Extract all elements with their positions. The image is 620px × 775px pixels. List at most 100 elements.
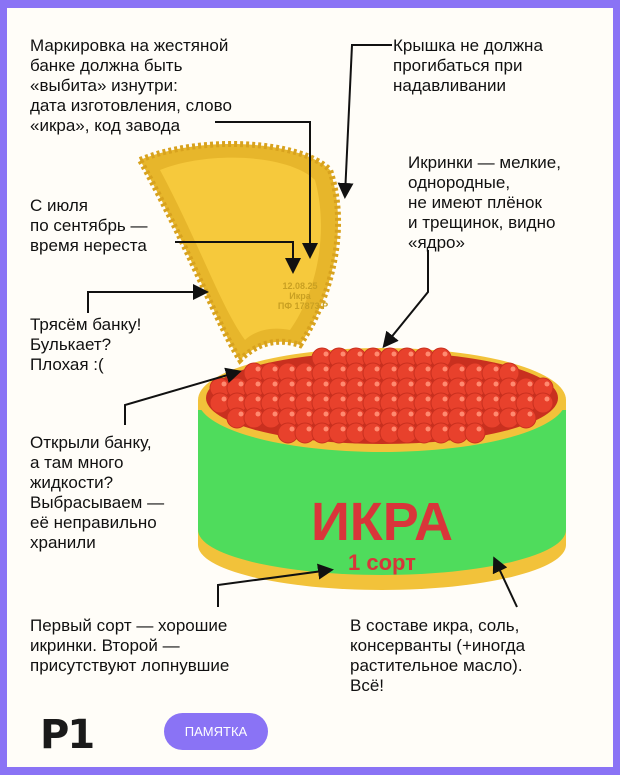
roe-highlight bbox=[255, 396, 261, 402]
roe-highlight bbox=[340, 366, 346, 372]
roe-highlight bbox=[255, 411, 261, 417]
roe-highlight bbox=[425, 366, 431, 372]
roe-highlight bbox=[425, 411, 431, 417]
roe-highlight bbox=[357, 366, 363, 372]
roe-highlight bbox=[408, 426, 414, 432]
note-grade: Первый сорт — хорошие икринки. Второй — … bbox=[30, 616, 230, 675]
roe-highlight bbox=[391, 366, 397, 372]
roe-highlight bbox=[272, 396, 278, 402]
roe-highlight bbox=[391, 426, 397, 432]
logo: P1 bbox=[40, 712, 95, 758]
roe-highlight bbox=[391, 411, 397, 417]
arrow-eggs bbox=[382, 250, 429, 349]
roe-highlight bbox=[340, 426, 346, 432]
roe-highlight bbox=[272, 411, 278, 417]
note-season: С июля по сентябрь — время нереста bbox=[30, 196, 148, 255]
roe-highlight bbox=[340, 351, 346, 357]
roe-highlight bbox=[323, 351, 329, 357]
roe-highlight bbox=[544, 396, 550, 402]
lid: 12.08.25 Икра ПФ 17873 Р bbox=[135, 141, 342, 365]
arrow-marking bbox=[215, 121, 318, 259]
roe-highlight bbox=[391, 351, 397, 357]
lid-stamp-word: Икра bbox=[289, 291, 311, 301]
roe-egg bbox=[532, 392, 554, 414]
note-ingredients: В составе икра, соль, консерванты (+иног… bbox=[350, 616, 526, 695]
roe-highlight bbox=[357, 381, 363, 387]
roe-highlight bbox=[238, 381, 244, 387]
roe-highlight bbox=[527, 411, 533, 417]
note-eggs: Икринки — мелкие, однородные, не имеют п… bbox=[408, 153, 561, 252]
roe-highlight bbox=[221, 381, 227, 387]
roe-highlight bbox=[408, 366, 414, 372]
roe-highlight bbox=[323, 396, 329, 402]
roe-highlight bbox=[391, 396, 397, 402]
roe-highlight bbox=[374, 366, 380, 372]
roe-highlight bbox=[544, 381, 550, 387]
roe-highlight bbox=[221, 396, 227, 402]
roe-highlight bbox=[391, 381, 397, 387]
can-label-grade: 1 сорт bbox=[348, 550, 416, 575]
roe-highlight bbox=[306, 411, 312, 417]
roe-highlight bbox=[408, 411, 414, 417]
roe-highlight bbox=[306, 426, 312, 432]
roe-highlight bbox=[272, 366, 278, 372]
roe-highlight bbox=[476, 396, 482, 402]
roe-highlight bbox=[374, 426, 380, 432]
lid-stamp-code: ПФ 17873 Р bbox=[278, 301, 328, 311]
roe-highlight bbox=[459, 366, 465, 372]
roe-highlight bbox=[323, 426, 329, 432]
roe-highlight bbox=[289, 381, 295, 387]
roe-highlight bbox=[459, 426, 465, 432]
roe-highlight bbox=[323, 411, 329, 417]
note-lid: Крышка не должна прогибаться при надавли… bbox=[393, 36, 543, 95]
roe-highlight bbox=[442, 411, 448, 417]
roe-highlight bbox=[374, 381, 380, 387]
roe-highlight bbox=[289, 411, 295, 417]
arrow-lid bbox=[337, 44, 392, 199]
arrow-ingredients bbox=[492, 556, 518, 608]
roe-highlight bbox=[289, 366, 295, 372]
roe-highlight bbox=[374, 411, 380, 417]
roe-highlight bbox=[357, 411, 363, 417]
roe-egg bbox=[515, 407, 537, 429]
roe-highlight bbox=[425, 381, 431, 387]
roe-highlight bbox=[408, 396, 414, 402]
roe-highlight bbox=[255, 366, 261, 372]
roe-highlight bbox=[527, 396, 533, 402]
roe-highlight bbox=[442, 366, 448, 372]
roe-highlight bbox=[459, 411, 465, 417]
roe-highlight bbox=[527, 381, 533, 387]
note-marking: Маркировка на жестяной банке должна быть… bbox=[30, 36, 232, 135]
roe-highlight bbox=[459, 381, 465, 387]
roe-highlight bbox=[442, 396, 448, 402]
arrow-shake bbox=[87, 284, 209, 313]
note-liquid: Открыли банку, а там много жидкости? Выб… bbox=[30, 433, 165, 552]
roe-highlight bbox=[238, 411, 244, 417]
roe-highlight bbox=[255, 381, 261, 387]
roe-highlight bbox=[493, 381, 499, 387]
roe-highlight bbox=[340, 411, 346, 417]
roe-highlight bbox=[374, 351, 380, 357]
roe-highlight bbox=[476, 381, 482, 387]
roe-highlight bbox=[272, 381, 278, 387]
roe-highlight bbox=[306, 381, 312, 387]
arrow-liquid bbox=[124, 367, 242, 425]
arrow-grade bbox=[217, 563, 334, 607]
roe-highlight bbox=[425, 396, 431, 402]
roe-highlight bbox=[306, 366, 312, 372]
roe-highlight bbox=[238, 396, 244, 402]
roe-highlight bbox=[340, 381, 346, 387]
roe-highlight bbox=[493, 366, 499, 372]
tag-badge[interactable]: ПАМЯТКА bbox=[164, 713, 268, 750]
can: ИКРА 1 сорт bbox=[198, 347, 566, 590]
roe-highlight bbox=[510, 396, 516, 402]
can-label-title: ИКРА bbox=[311, 492, 453, 552]
roe-highlight bbox=[357, 426, 363, 432]
roe-highlight bbox=[340, 396, 346, 402]
roe-highlight bbox=[442, 381, 448, 387]
roe-highlight bbox=[510, 381, 516, 387]
roe-highlight bbox=[374, 396, 380, 402]
roe-highlight bbox=[408, 381, 414, 387]
roe-highlight bbox=[493, 396, 499, 402]
